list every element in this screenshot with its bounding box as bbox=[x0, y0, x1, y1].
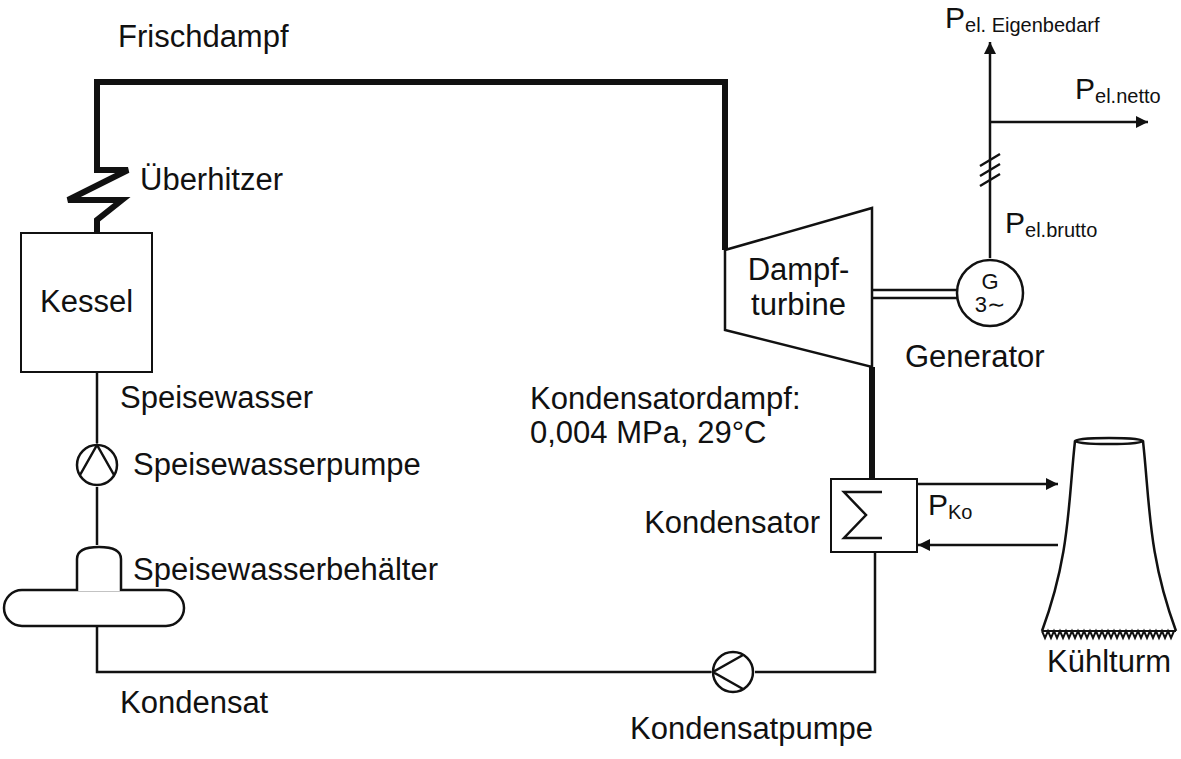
shape-outline bbox=[1040, 435, 1178, 640]
tank-body bbox=[4, 590, 184, 626]
line-label: Kondensatordampf: 0,004 MPa, 29°C bbox=[530, 382, 820, 450]
text-area: G3∼ bbox=[955, 258, 1025, 328]
pump-chevron bbox=[713, 655, 743, 689]
component-label: G bbox=[981, 270, 998, 293]
power-symbol: P bbox=[1075, 72, 1095, 105]
pipe-line bbox=[872, 290, 957, 298]
line-label: Kondensat bbox=[120, 686, 268, 720]
label-holder: Kondensat bbox=[120, 686, 268, 720]
component-label: Speisewasserpumpe bbox=[133, 448, 421, 482]
heat-exchanger-symbol bbox=[844, 492, 882, 538]
text-area bbox=[711, 650, 755, 694]
line-label: Frischdampf bbox=[118, 20, 289, 54]
power-subscript: el.netto bbox=[1095, 85, 1161, 107]
power-symbol: P bbox=[1005, 206, 1025, 239]
label-holder: Speisewasser bbox=[120, 381, 313, 415]
label-holder: Speisewasserpumpe bbox=[133, 448, 421, 482]
tower-wall bbox=[1042, 441, 1075, 631]
line-label: Speisewasser bbox=[120, 381, 313, 415]
boiler-box: Kessel bbox=[20, 232, 153, 373]
text-area bbox=[1040, 435, 1178, 640]
tower-rim bbox=[1075, 438, 1143, 444]
three-phase-ticks bbox=[980, 154, 1000, 186]
pipe-line bbox=[918, 483, 1058, 486]
power-subscript: Ko bbox=[948, 501, 972, 523]
component-label: Speisewasserbehälter bbox=[133, 553, 438, 587]
power-subscript: el.brutto bbox=[1025, 219, 1097, 241]
text-area: Dampf- turbine bbox=[722, 205, 875, 370]
component-label: Kondensator bbox=[644, 506, 820, 540]
power-label: PKo bbox=[928, 490, 972, 522]
generator-circle: G3∼Generator bbox=[955, 258, 1025, 328]
pipe-line bbox=[96, 487, 99, 545]
component-label: Kondensatpumpe bbox=[630, 712, 873, 746]
text-area bbox=[62, 160, 134, 226]
condenser-box: Kondensator bbox=[830, 478, 918, 553]
power-label: Pel.brutto bbox=[1005, 208, 1097, 240]
steam-turbine: Dampf- turbine bbox=[722, 205, 875, 370]
power-line bbox=[989, 42, 992, 258]
component-label: Kessel bbox=[40, 285, 133, 319]
shape-outline bbox=[832, 480, 920, 555]
component-label: Kühlturm bbox=[1047, 645, 1171, 679]
turbine-outline bbox=[725, 208, 872, 367]
shape-outline bbox=[711, 650, 755, 694]
power-symbol: P bbox=[928, 488, 948, 521]
component-label: Überhitzer bbox=[140, 163, 283, 197]
label-holder: Kühlturm bbox=[1047, 645, 1171, 679]
tower-wall bbox=[1143, 441, 1176, 631]
text-area: Kessel bbox=[22, 234, 151, 371]
label-holder: Kondensatpumpe bbox=[630, 712, 873, 746]
superheater-zigzag bbox=[68, 160, 128, 226]
pump-chevron bbox=[80, 445, 114, 475]
text-area bbox=[832, 480, 916, 551]
shape-outline bbox=[62, 160, 134, 226]
condensate-pump: Kondensatpumpe bbox=[711, 650, 755, 694]
power-label: Pel. Eigenbedarf bbox=[945, 3, 1100, 35]
tank-dome bbox=[77, 547, 121, 591]
shape-outline bbox=[75, 443, 119, 487]
power-subscript: el. Eigenbedarf bbox=[965, 14, 1100, 36]
tower-base-hatch bbox=[1042, 631, 1176, 638]
label-holder: Speisewasserbehälter bbox=[133, 553, 438, 587]
label-holder: Überhitzer bbox=[140, 163, 283, 197]
pump-circle bbox=[713, 652, 753, 692]
pipe-line bbox=[97, 627, 711, 672]
component-label: 3∼ bbox=[975, 293, 1006, 316]
steam-pipe bbox=[869, 367, 875, 478]
text-area bbox=[75, 443, 119, 487]
steam-pipe bbox=[97, 82, 725, 250]
pipe-line bbox=[755, 553, 875, 672]
label-holder: Kondensator bbox=[644, 506, 820, 540]
superheater-symbol: Überhitzer bbox=[62, 160, 134, 226]
pipe-line bbox=[96, 373, 99, 443]
label-holder: Kondensatordampf: 0,004 MPa, 29°C bbox=[530, 382, 820, 450]
label-holder: Generator bbox=[905, 340, 1045, 374]
pipe-line bbox=[918, 544, 1058, 547]
feedwater-pump: Speisewasserpumpe bbox=[75, 443, 119, 487]
power-symbol: P bbox=[945, 1, 965, 34]
pump-circle bbox=[77, 445, 117, 485]
component-label: Generator bbox=[905, 340, 1045, 374]
label-holder: Frischdampf bbox=[118, 20, 289, 54]
component-label: Dampf- turbine bbox=[740, 253, 858, 321]
power-label: Pel.netto bbox=[1075, 74, 1161, 106]
power-line bbox=[990, 121, 1148, 124]
feedwater-tank: Speisewasserbehälter bbox=[2, 545, 186, 627]
cooling-tower: Kühlturm bbox=[1040, 435, 1178, 640]
generator-outline bbox=[957, 260, 1023, 326]
